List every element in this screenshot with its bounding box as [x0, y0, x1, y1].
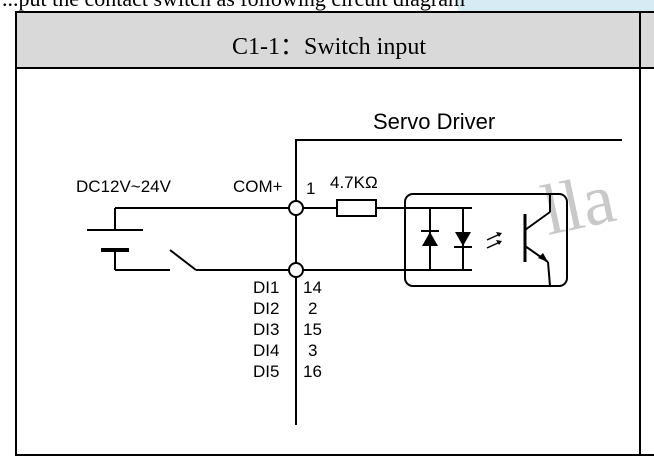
column-divider — [639, 13, 641, 454]
input-name-di1: DI1 — [253, 278, 279, 297]
intro-line: ...put the contact switch as following c… — [0, 0, 654, 11]
table-header-title: C1-1：Switch input — [231, 34, 426, 60]
adjacent-column-header — [641, 13, 654, 69]
servo-driver-box — [295, 139, 622, 425]
input-pin-di3: 15 — [303, 320, 322, 339]
input-name-di2: DI2 — [253, 299, 279, 318]
input-name-di5: DI5 — [253, 362, 279, 381]
input-pin-di1: 14 — [303, 278, 322, 297]
input-name-di3: DI3 — [253, 320, 279, 339]
com-pin-number: 1 — [306, 179, 315, 198]
optocoupler-box — [404, 193, 568, 287]
input-pin-di4: 3 — [308, 341, 317, 360]
resistor-symbol — [336, 199, 377, 217]
emitter-arrow — [538, 253, 548, 262]
switch-input-table: C1-1：Switch input — [15, 11, 654, 456]
di1-terminal — [288, 262, 304, 278]
com-terminal — [288, 200, 304, 216]
intro-text: ...put the contact switch as following c… — [2, 0, 465, 11]
diode-2-symbol — [455, 232, 471, 246]
input-pin-di5: 16 — [303, 362, 322, 381]
emitter-wire — [547, 261, 551, 287]
com-label: COM+ — [233, 177, 283, 196]
light-arrow-head-1 — [496, 232, 502, 237]
input-pin-di2: 2 — [308, 299, 317, 318]
diode-1-symbol — [422, 232, 438, 246]
table-header: C1-1：Switch input — [17, 13, 641, 69]
phototransistor-collector — [524, 211, 551, 231]
supply-voltage-label: DC12V~24V — [76, 177, 172, 196]
light-arrow-head-2 — [496, 240, 502, 245]
servo-driver-title: Servo Driver — [373, 109, 495, 134]
text-highlight — [458, 0, 654, 11]
watermark-text: lla — [535, 157, 622, 250]
input-name-di4: DI4 — [253, 341, 279, 360]
resistor-value-label: 4.7KΩ — [330, 173, 378, 192]
switch-symbol — [169, 249, 197, 271]
